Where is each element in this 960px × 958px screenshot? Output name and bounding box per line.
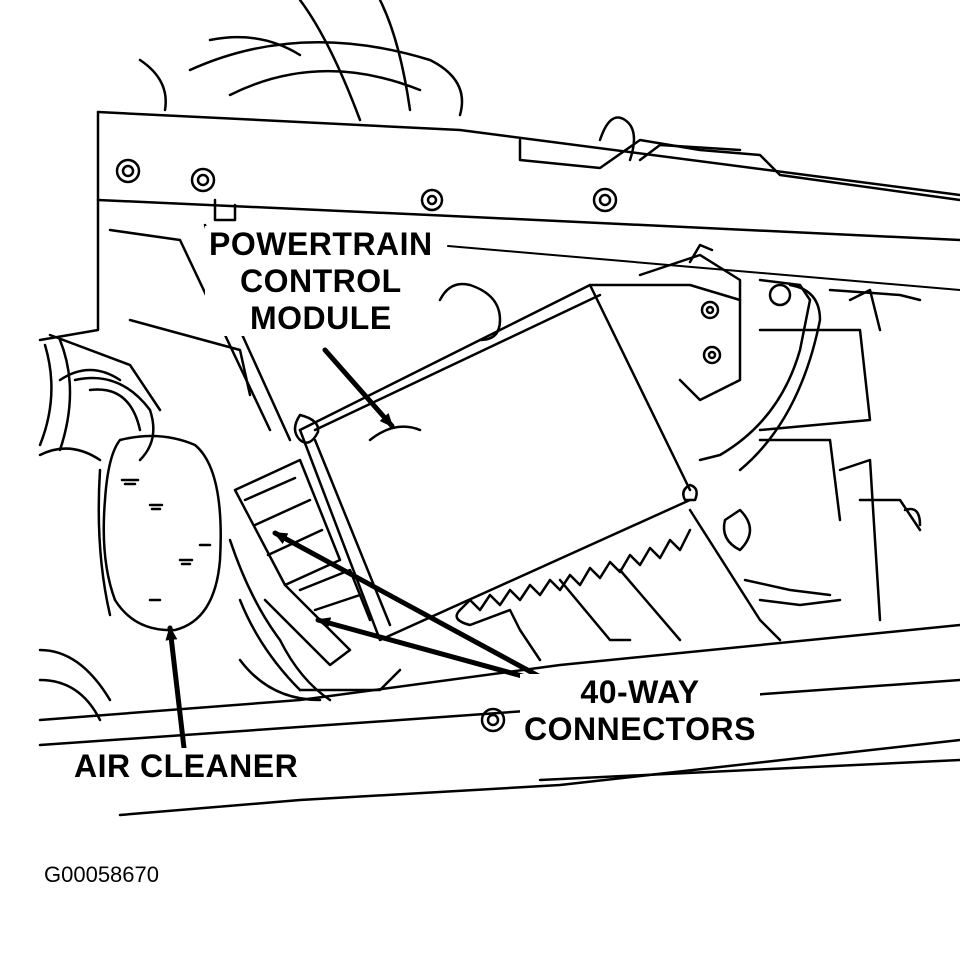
lower-frame-rail (38, 623, 960, 817)
pcm-leader-line (447, 245, 960, 291)
air-cleaner-arrow (165, 625, 187, 751)
pcm-arrow (322, 347, 395, 429)
bolt-icon (115, 158, 618, 213)
connector-arrow-lower (315, 617, 558, 688)
engine-components-right (698, 278, 922, 622)
pcm-label-line-2: CONTROL (239, 262, 402, 299)
pcm-label-line-1: POWERTRAIN (209, 226, 433, 262)
radiator-support-upper (96, 110, 960, 242)
fan-shroud (138, 0, 464, 122)
figure-id: G00058670 (44, 862, 159, 887)
air-cleaner-housing (97, 434, 222, 632)
wiring-harness (38, 338, 332, 722)
connectors-label-line-2: CONNECTORS (524, 710, 756, 747)
air-cleaner-label: AIR CLEANER (70, 748, 303, 785)
pcm-label-line-3: MODULE (250, 299, 392, 336)
connector-arrow-upper (272, 530, 558, 688)
powertrain-control-module (293, 283, 782, 662)
pcm-label: POWERTRAIN CONTROL MODULE (205, 226, 437, 337)
connectors-label: 40-WAY CONNECTORS (520, 674, 760, 748)
connectors-label-line-1: 40-WAY (580, 674, 700, 710)
mounting-bracket (438, 243, 742, 402)
